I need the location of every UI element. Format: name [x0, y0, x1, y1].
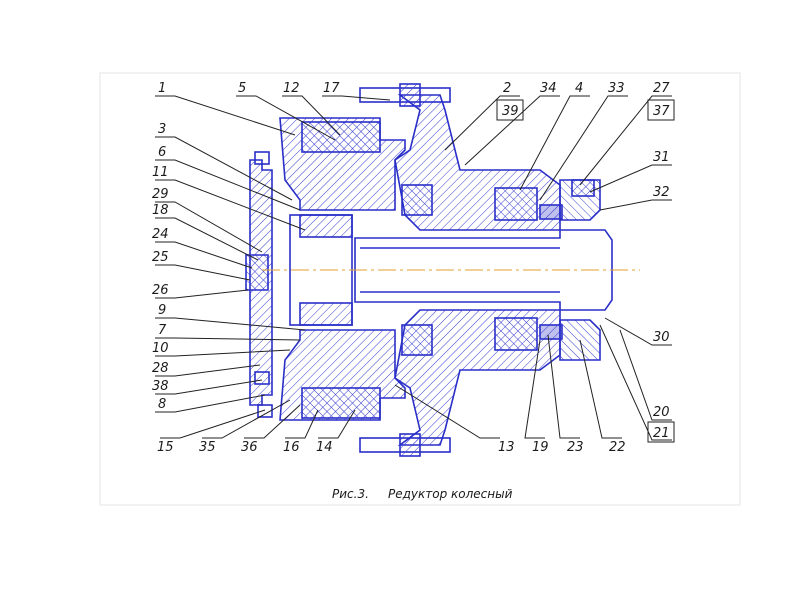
callout-32: 32: [653, 185, 670, 200]
callout-1: 1: [158, 81, 166, 96]
leaders: [155, 95, 672, 441]
callout-37: 37: [653, 104, 670, 119]
sun-gear-teeth-bottom: [299, 302, 353, 326]
nut-right: [571, 179, 595, 197]
callout-34: 34: [540, 81, 557, 96]
callout-17: 17: [323, 81, 340, 96]
callout-29: 29: [152, 187, 169, 202]
callout-25: 25: [152, 250, 169, 265]
gear-upper: [301, 121, 381, 153]
callout-12: 12: [283, 81, 300, 96]
callout-28: 28: [152, 361, 169, 376]
callout-20: 20: [653, 405, 670, 420]
callout-19: 19: [532, 440, 549, 455]
callout-39-box: [496, 99, 524, 121]
cover-bolt-top: [254, 151, 270, 165]
sheet-frame: [99, 72, 741, 506]
callout-14: 14: [316, 440, 333, 455]
callout-8: 8: [158, 397, 166, 412]
callout-31: 31: [653, 150, 670, 165]
callout-38: 38: [152, 379, 169, 394]
sun-gear-teeth-top: [299, 214, 353, 238]
bearing-upper-right: [494, 187, 538, 221]
callout-39: 39: [502, 104, 519, 119]
seal-lower: [539, 324, 563, 340]
callout-21-box: [647, 421, 675, 443]
callout-9: 9: [158, 303, 166, 318]
callout-16: 16: [283, 440, 300, 455]
callout-3: 3: [158, 122, 166, 137]
gear-lower: [301, 387, 381, 419]
callout-5: 5: [238, 81, 246, 96]
caption-figure: Рис.3.: [332, 487, 369, 501]
callout-labels: 1 5 12 17 2 34 4 33 27 39 37 31 32 30 20…: [152, 81, 675, 455]
callout-36: 36: [241, 440, 258, 455]
callout-35: 35: [199, 440, 216, 455]
callout-6: 6: [158, 145, 166, 160]
callout-15: 15: [157, 440, 174, 455]
bearing-lower-right: [494, 317, 538, 351]
bearing-upper-left: [401, 184, 433, 216]
callout-11: 11: [152, 165, 169, 180]
callout-21: 21: [653, 426, 670, 441]
callout-26: 26: [152, 283, 169, 298]
callout-37-box: [647, 99, 675, 121]
callout-13: 13: [498, 440, 515, 455]
end-cap: [245, 254, 269, 291]
caption-title: Редуктор колесный: [388, 487, 513, 501]
callout-33: 33: [608, 81, 625, 96]
seal-upper: [539, 204, 563, 220]
callout-10: 10: [152, 341, 169, 356]
callout-18: 18: [152, 203, 169, 218]
wheel-bolt-top-head: [399, 83, 421, 107]
wheel-bolt-bottom-head: [399, 433, 421, 457]
axle-shaft: [354, 229, 613, 311]
callout-24: 24: [152, 227, 169, 242]
callout-4: 4: [575, 81, 583, 96]
cover-bolt-lower: [257, 404, 273, 418]
callout-27: 27: [653, 81, 670, 96]
callout-22: 22: [609, 440, 626, 455]
callout-7: 7: [158, 323, 167, 338]
callout-30: 30: [653, 330, 670, 345]
cover-bolt-bottom: [254, 371, 270, 385]
callout-23: 23: [567, 440, 584, 455]
bearing-lower-left: [401, 324, 433, 356]
callout-2: 2: [503, 81, 511, 96]
cross-section: [245, 83, 613, 457]
